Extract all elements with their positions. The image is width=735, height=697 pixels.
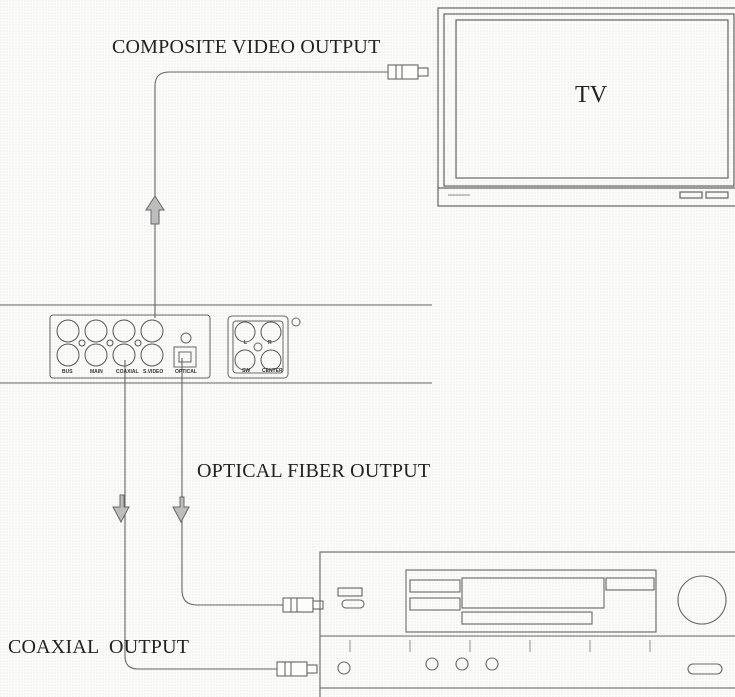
tv-set	[437, 7, 735, 207]
tv-bezel	[443, 13, 735, 187]
surround-jacks	[234, 321, 282, 371]
panel-small-hole	[180, 332, 192, 344]
receiver-knob-c	[485, 657, 499, 671]
rca-jack-link-1	[78, 339, 86, 347]
av-receiver	[319, 551, 735, 697]
optical-plug	[282, 597, 314, 613]
optical-plug-tip	[312, 600, 324, 610]
rca-jack-bottom-2	[84, 343, 108, 367]
panel-screw-hole	[291, 317, 301, 327]
rca-jack-link-3	[134, 339, 142, 347]
tv-button-b	[705, 191, 729, 199]
tv-button-a	[679, 191, 703, 199]
composite-cable-line	[154, 71, 388, 318]
composite-plug-tip	[417, 67, 429, 77]
rca-jack-bottom-3	[112, 343, 136, 367]
jack-label-optical: OPTICAL	[175, 369, 197, 375]
surround-jack-3	[234, 349, 256, 371]
receiver-left-buttons-bottom	[409, 597, 461, 611]
receiver-knob-b	[455, 657, 469, 671]
rca-jack-bottom-1	[56, 343, 80, 367]
coaxial-plug-tip	[306, 664, 318, 674]
receiver-button-oval	[341, 599, 365, 609]
optical-port-inner	[178, 351, 192, 363]
receiver-display	[461, 577, 605, 609]
receiver-button-dividers	[349, 640, 651, 652]
jack-label-l: L	[244, 340, 248, 346]
receiver-input-slot	[687, 663, 723, 675]
coaxial-rca-plug	[276, 661, 308, 677]
receiver-function-buttons	[461, 611, 593, 625]
receiver-button-top	[337, 587, 363, 597]
surround-center-hole	[253, 342, 263, 352]
receiver-left-buttons-top	[409, 579, 461, 593]
receiver-body	[319, 551, 735, 689]
receiver-display-frame	[405, 569, 657, 633]
rca-jack-link-2	[106, 339, 114, 347]
jack-label-bus: BUS	[62, 369, 73, 375]
receiver-knob-a	[425, 657, 439, 671]
surround-jack-2	[260, 321, 282, 343]
coaxial-cable	[124, 360, 318, 677]
optical-cable	[181, 358, 324, 613]
surround-jack-4	[260, 349, 282, 371]
composite-rca-plug	[387, 64, 419, 80]
jack-label-coaxial: COAXIAL	[116, 369, 139, 375]
rca-jack-bottom-4	[140, 343, 164, 367]
receiver-volume-knob	[677, 575, 727, 625]
receiver-right-buttons	[605, 577, 655, 591]
surround-jack-1	[234, 321, 256, 343]
dvd-rear-panel	[0, 304, 432, 384]
coaxial-down-arrow	[112, 494, 130, 524]
tv-label: TV	[575, 82, 608, 108]
jack-label-r: R	[268, 340, 272, 346]
coaxial-output-label: COAXIAL OUTPUT	[8, 636, 190, 658]
surround-jack-group	[227, 315, 289, 379]
jack-label-main: MAIN	[90, 369, 103, 375]
jack-label-sw: SW	[242, 368, 251, 374]
jack-label-center: CENTER	[262, 368, 283, 374]
rca-jack-top-2	[84, 319, 108, 343]
composite-up-arrow	[145, 195, 165, 225]
surround-jack-inner	[232, 320, 284, 374]
coaxial-cable-line	[124, 360, 277, 670]
tv-screen	[455, 19, 729, 179]
optical-fiber-output-label: OPTICAL FIBER OUTPUT	[197, 460, 431, 482]
optical-down-arrow	[172, 496, 190, 524]
composite-video-output-label: COMPOSITE VIDEO OUTPUT	[112, 36, 381, 58]
optical-cable-line	[181, 358, 283, 606]
rca-jacks	[56, 319, 164, 367]
rca-jack-top-1	[56, 319, 80, 343]
composite-cable	[154, 64, 429, 318]
tv-outer-frame	[437, 7, 735, 207]
receiver-power-button	[337, 661, 351, 675]
optical-port	[173, 346, 197, 368]
rca-jack-top-4	[140, 319, 164, 343]
rca-jack-top-3	[112, 319, 136, 343]
jack-label-svideo: S.VIDEO	[143, 369, 164, 375]
rca-jack-group	[49, 314, 211, 379]
